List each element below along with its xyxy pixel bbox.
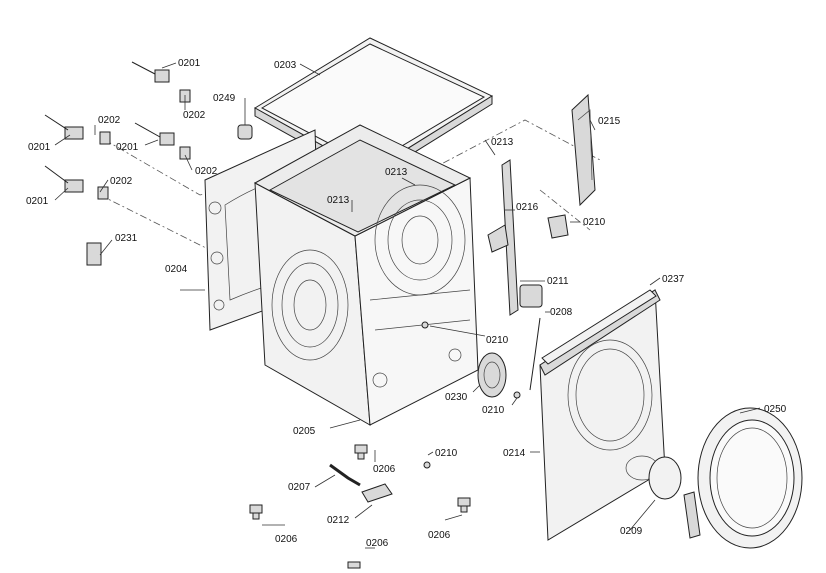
- label-0249: 0249: [213, 93, 236, 104]
- rear-strut: [571, 93, 596, 207]
- label-0237: 0237: [662, 274, 685, 285]
- label-0230: 0230: [445, 392, 468, 403]
- label-0206: 0206: [366, 538, 389, 549]
- part-labels: 0201 0202 0249 0203 0202 0201 0201 0202 …: [26, 58, 787, 549]
- front-top-bar: [541, 289, 657, 365]
- leader-lines: [54, 62, 761, 549]
- label-0209: 0209: [620, 526, 643, 537]
- label-0211: 0211: [547, 276, 569, 287]
- label-0208: 0208: [550, 307, 573, 318]
- label-0210: 0210: [482, 405, 505, 416]
- label-0213: 0213: [491, 137, 514, 148]
- label-0213: 0213: [385, 167, 408, 178]
- label-0201: 0201: [116, 142, 139, 153]
- label-0201: 0201: [178, 58, 201, 69]
- right-strut: [501, 159, 519, 316]
- label-0212: 0212: [327, 515, 350, 526]
- label-0250: 0250: [764, 404, 787, 415]
- label-0206: 0206: [428, 530, 451, 541]
- label-0205: 0205: [293, 426, 316, 437]
- door-hinge: [683, 491, 701, 539]
- label-0202: 0202: [183, 110, 206, 121]
- label-0203: 0203: [274, 60, 297, 71]
- label-0202: 0202: [195, 166, 218, 177]
- label-0210: 0210: [435, 448, 458, 459]
- label-0210: 0210: [583, 217, 606, 228]
- cabinet-body: [253, 124, 479, 426]
- wire-harness: [529, 317, 541, 391]
- label-0213: 0213: [327, 195, 350, 206]
- label-0207: 0207: [288, 482, 311, 493]
- label-0206: 0206: [275, 534, 298, 545]
- label-0215: 0215: [598, 116, 621, 127]
- label-0202: 0202: [110, 176, 133, 187]
- label-0201: 0201: [26, 196, 49, 207]
- label-0202: 0202: [98, 115, 121, 126]
- pump-cover: [477, 352, 507, 398]
- label-0201: 0201: [28, 142, 51, 153]
- service-flap: [648, 456, 682, 500]
- label-0210: 0210: [486, 335, 509, 346]
- assembly-lines: [99, 119, 601, 251]
- control-module: [519, 284, 543, 308]
- label-0231: 0231: [115, 233, 138, 244]
- label-0206: 0206: [373, 464, 396, 475]
- door: [697, 407, 803, 549]
- label-0204: 0204: [165, 264, 188, 275]
- label-0216: 0216: [516, 202, 539, 213]
- bracket: [487, 224, 509, 253]
- label-0214: 0214: [503, 448, 526, 459]
